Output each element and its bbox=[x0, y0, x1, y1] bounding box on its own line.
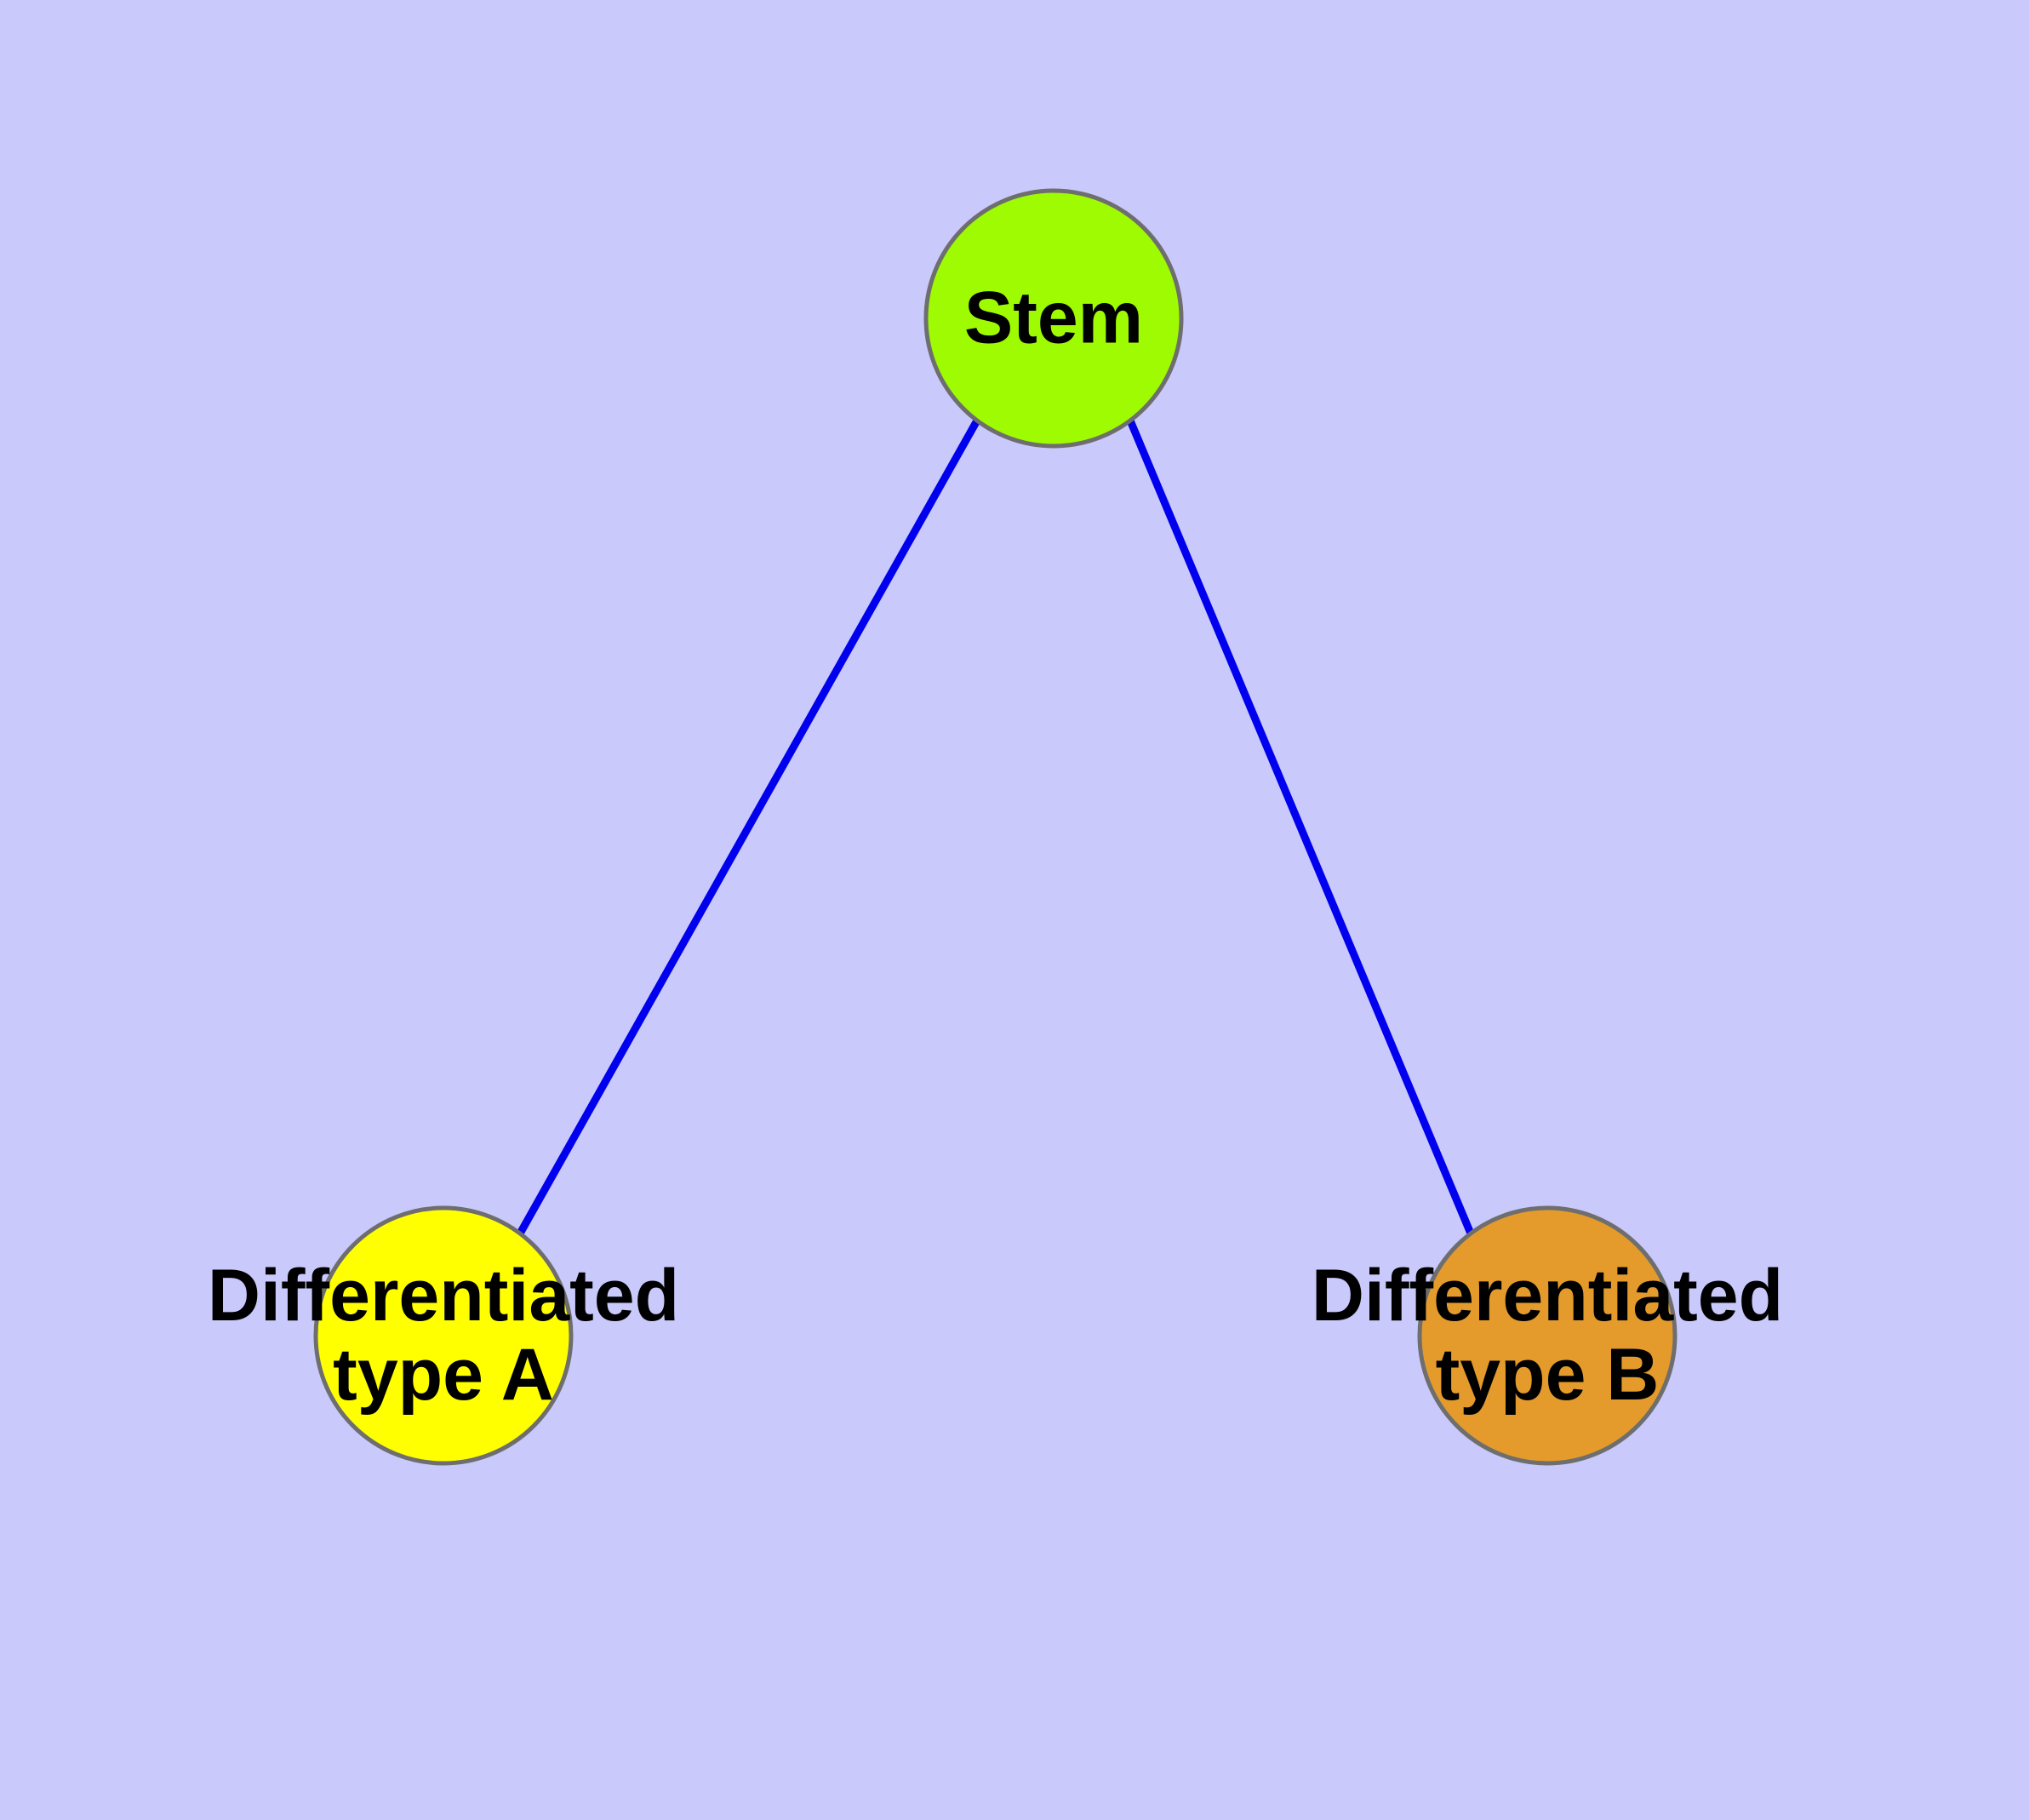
node-differentiated-type-b[interactable] bbox=[1417, 1205, 1677, 1466]
node-layer bbox=[313, 188, 1677, 1466]
node-stem[interactable] bbox=[923, 188, 1184, 449]
edge-stem-to-diff-a bbox=[517, 418, 980, 1236]
node-differentiated-type-a[interactable] bbox=[313, 1205, 574, 1466]
edge-layer bbox=[517, 418, 1475, 1236]
edge-stem-to-diff-b bbox=[1126, 419, 1475, 1235]
